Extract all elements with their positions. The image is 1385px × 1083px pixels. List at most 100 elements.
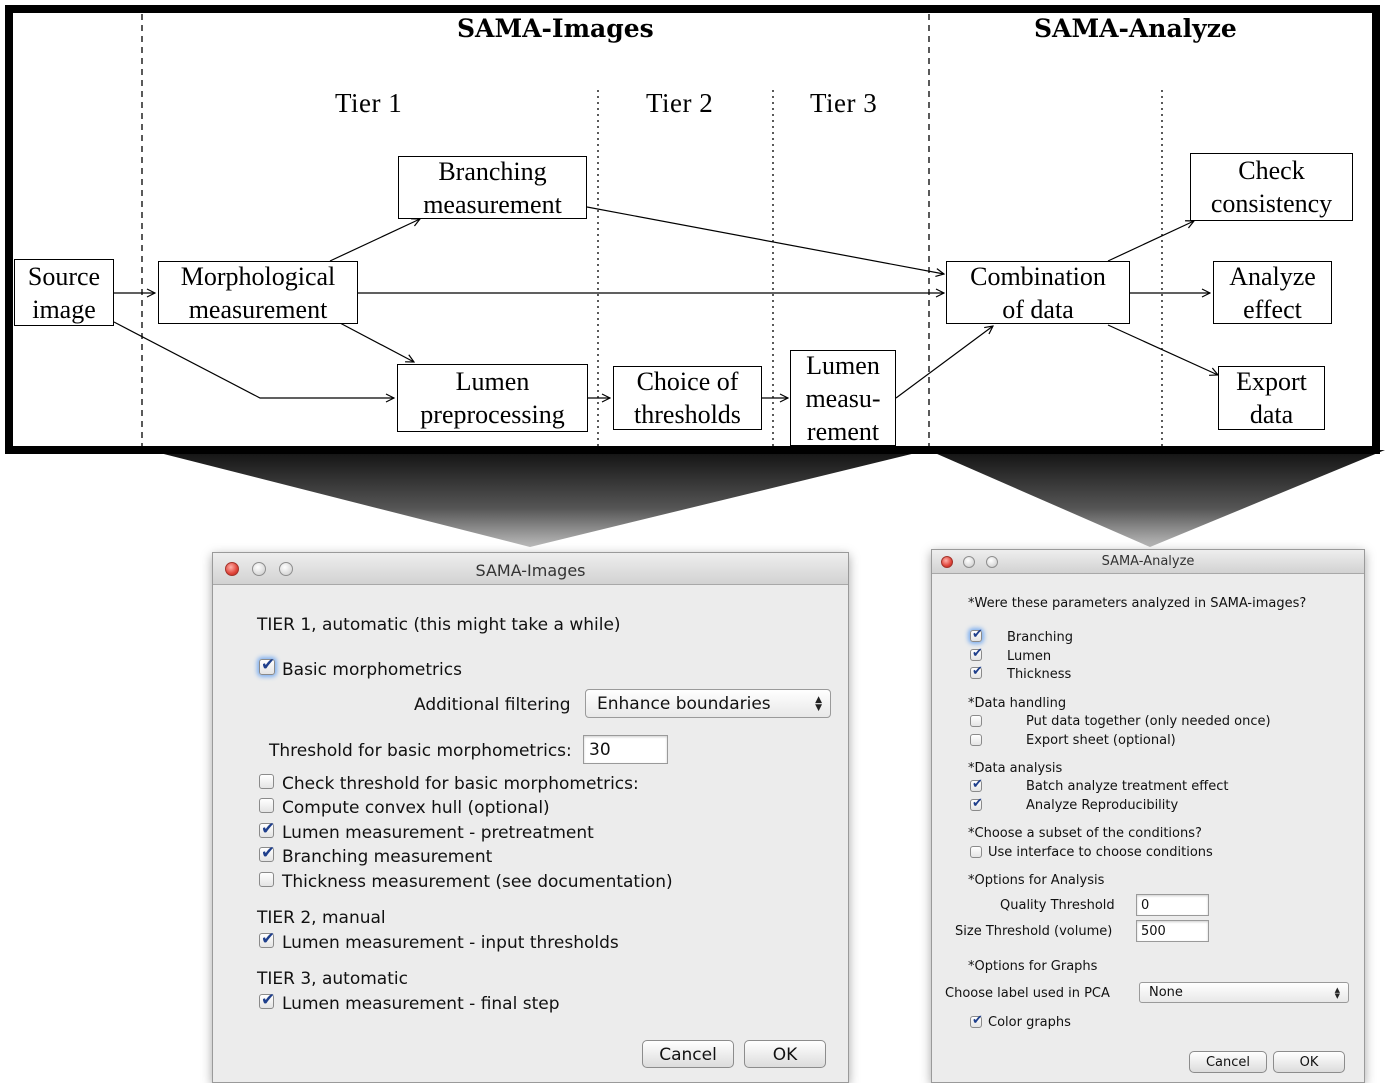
lumen-final-step-checkbox[interactable] <box>259 990 275 1010</box>
zoom-icon[interactable] <box>279 562 293 576</box>
node-line: preprocessing <box>420 400 565 429</box>
close-icon[interactable] <box>225 562 239 576</box>
tier-1-label: Tier 1 <box>329 88 409 119</box>
sama-images-dialog: SAMA-Images TIER 1, automatic (this migh… <box>212 552 849 1083</box>
put-data-together-label: Put data together (only needed once) <box>1026 714 1271 729</box>
cancel-button[interactable]: Cancel <box>1189 1051 1267 1073</box>
basic-morphometrics-label: Basic morphometrics <box>282 660 462 680</box>
export-sheet-label: Export sheet (optional) <box>1026 733 1176 748</box>
color-graphs-checkbox[interactable] <box>970 1013 983 1028</box>
node-line: measurement <box>188 294 328 324</box>
analyzed-question: *Were these parameters analyzed in SAMA-… <box>968 596 1307 611</box>
branching-label: Branching <box>1007 630 1073 645</box>
node-line: Combination <box>970 261 1106 291</box>
node-lumen-preprocessing: Lumen preprocessing <box>397 364 588 432</box>
check-threshold-label: Check threshold for basic morphometrics: <box>282 774 639 794</box>
node-lumen-measurement: Lumen measu- rement <box>790 350 896 446</box>
data-handling-heading: *Data handling <box>968 696 1067 711</box>
workflow-diagram: SAMA-Images SAMA-Analyze Tier 1 Tier 2 T… <box>0 0 1385 547</box>
node-line: Lumen <box>806 350 880 380</box>
threshold-input[interactable]: 30 <box>583 735 668 764</box>
basic-morphometrics-checkbox[interactable] <box>259 655 275 675</box>
use-interface-label: Use interface to choose conditions <box>988 845 1213 860</box>
convex-hull-label: Compute convex hull (optional) <box>282 798 550 818</box>
thickness-checkbox[interactable] <box>970 664 983 679</box>
sama-analyze-dialog: SAMA-Analyze *Were these parameters anal… <box>931 549 1365 1083</box>
tier-3-label: Tier 3 <box>804 88 884 119</box>
lumen-pretreatment-label: Lumen measurement - pretreatment <box>282 823 594 843</box>
reproducibility-checkbox[interactable] <box>970 796 983 811</box>
check-threshold-checkbox[interactable] <box>259 774 274 789</box>
lumen-label: Lumen <box>1007 649 1052 664</box>
branching-measurement-label: Branching measurement <box>282 847 493 867</box>
window-title: SAMA-Analyze <box>1101 554 1195 569</box>
analyze-funnel <box>928 450 1385 547</box>
lumen-checkbox[interactable] <box>970 646 983 661</box>
node-line: effect <box>1243 294 1302 324</box>
cancel-button[interactable]: Cancel <box>642 1040 734 1068</box>
node-line: Branching <box>438 156 547 186</box>
sama-images-titlebar: SAMA-Images <box>213 553 848 585</box>
node-line: Analyze <box>1229 261 1316 291</box>
branching-checkbox[interactable] <box>970 627 983 642</box>
node-line: Source <box>27 261 101 291</box>
node-morphological-measurement: Morphological measurement <box>158 261 358 324</box>
select-arrows-icon: ▲▼ <box>815 694 822 713</box>
threshold-label: Threshold for basic morphometrics: <box>269 741 572 761</box>
size-threshold-input[interactable]: 500 <box>1136 920 1209 942</box>
reproducibility-label: Analyze Reproducibility <box>1026 798 1179 813</box>
data-analysis-heading: *Data analysis <box>968 761 1063 776</box>
additional-filtering-label: Additional filtering <box>414 695 571 715</box>
additional-filtering-value: Enhance boundaries <box>597 694 771 714</box>
size-threshold-label: Size Threshold (volume) <box>955 924 1113 939</box>
lumen-final-step-label: Lumen measurement - final step <box>282 994 560 1014</box>
thickness-measurement-label: Thickness measurement (see documentation… <box>282 872 673 892</box>
put-data-together-checkbox[interactable] <box>970 715 982 727</box>
thickness-label: Thickness <box>1007 667 1072 682</box>
ok-button[interactable]: OK <box>1273 1051 1345 1073</box>
close-icon[interactable] <box>941 556 953 568</box>
node-line: Check <box>1238 156 1305 185</box>
thickness-measurement-checkbox[interactable] <box>259 872 274 887</box>
images-funnel <box>148 450 928 547</box>
node-line: measu- <box>805 383 881 413</box>
node-choice-of-thresholds: Choice of thresholds <box>613 366 762 430</box>
node-line: Morphological <box>180 261 336 291</box>
batch-analyze-checkbox[interactable] <box>970 777 983 792</box>
export-sheet-checkbox[interactable] <box>970 734 982 746</box>
window-title: SAMA-Images <box>475 561 586 580</box>
minimize-icon[interactable] <box>252 562 266 576</box>
tier-2-label: Tier 2 <box>640 88 720 119</box>
subset-heading: *Choose a subset of the conditions? <box>968 826 1202 841</box>
select-arrows-icon: ▲▼ <box>1334 985 1340 1000</box>
lumen-pretreatment-checkbox[interactable] <box>259 819 275 839</box>
minimize-icon[interactable] <box>963 556 975 568</box>
lumen-input-thresholds-label: Lumen measurement - input thresholds <box>282 933 619 953</box>
lumen-input-thresholds-checkbox[interactable] <box>259 929 275 949</box>
zoom-icon[interactable] <box>986 556 998 568</box>
node-line: image <box>32 294 96 324</box>
node-check-consistency: Check consistency <box>1190 153 1353 221</box>
quality-threshold-label: Quality Threshold <box>1000 898 1115 913</box>
use-interface-checkbox[interactable] <box>970 846 982 858</box>
additional-filtering-select[interactable]: Enhance boundaries ▲▼ <box>585 689 831 718</box>
pca-label-select[interactable]: None ▲▼ <box>1139 982 1349 1003</box>
convex-hull-checkbox[interactable] <box>259 798 274 813</box>
node-line: consistency <box>1210 189 1333 218</box>
node-line: measurement <box>423 189 562 219</box>
node-line: Export <box>1236 367 1307 396</box>
options-graphs-heading: *Options for Graphs <box>968 959 1098 974</box>
node-export-data: Export data <box>1218 366 1325 430</box>
tier2-heading: TIER 2, manual <box>257 908 386 928</box>
node-combination-of-data: Combination of data <box>946 261 1130 324</box>
node-line: rement <box>806 416 880 446</box>
branching-measurement-checkbox[interactable] <box>259 843 275 863</box>
sama-analyze-titlebar: SAMA-Analyze <box>932 550 1364 574</box>
ok-button[interactable]: OK <box>744 1040 826 1068</box>
quality-threshold-input[interactable]: 0 <box>1136 894 1209 916</box>
node-line: Lumen <box>455 367 530 396</box>
tier3-heading: TIER 3, automatic <box>257 969 408 989</box>
node-line: Choice of <box>636 367 739 396</box>
pca-label: Choose label used in PCA <box>945 986 1110 1001</box>
sama-images-heading: SAMA-Images <box>453 14 658 43</box>
